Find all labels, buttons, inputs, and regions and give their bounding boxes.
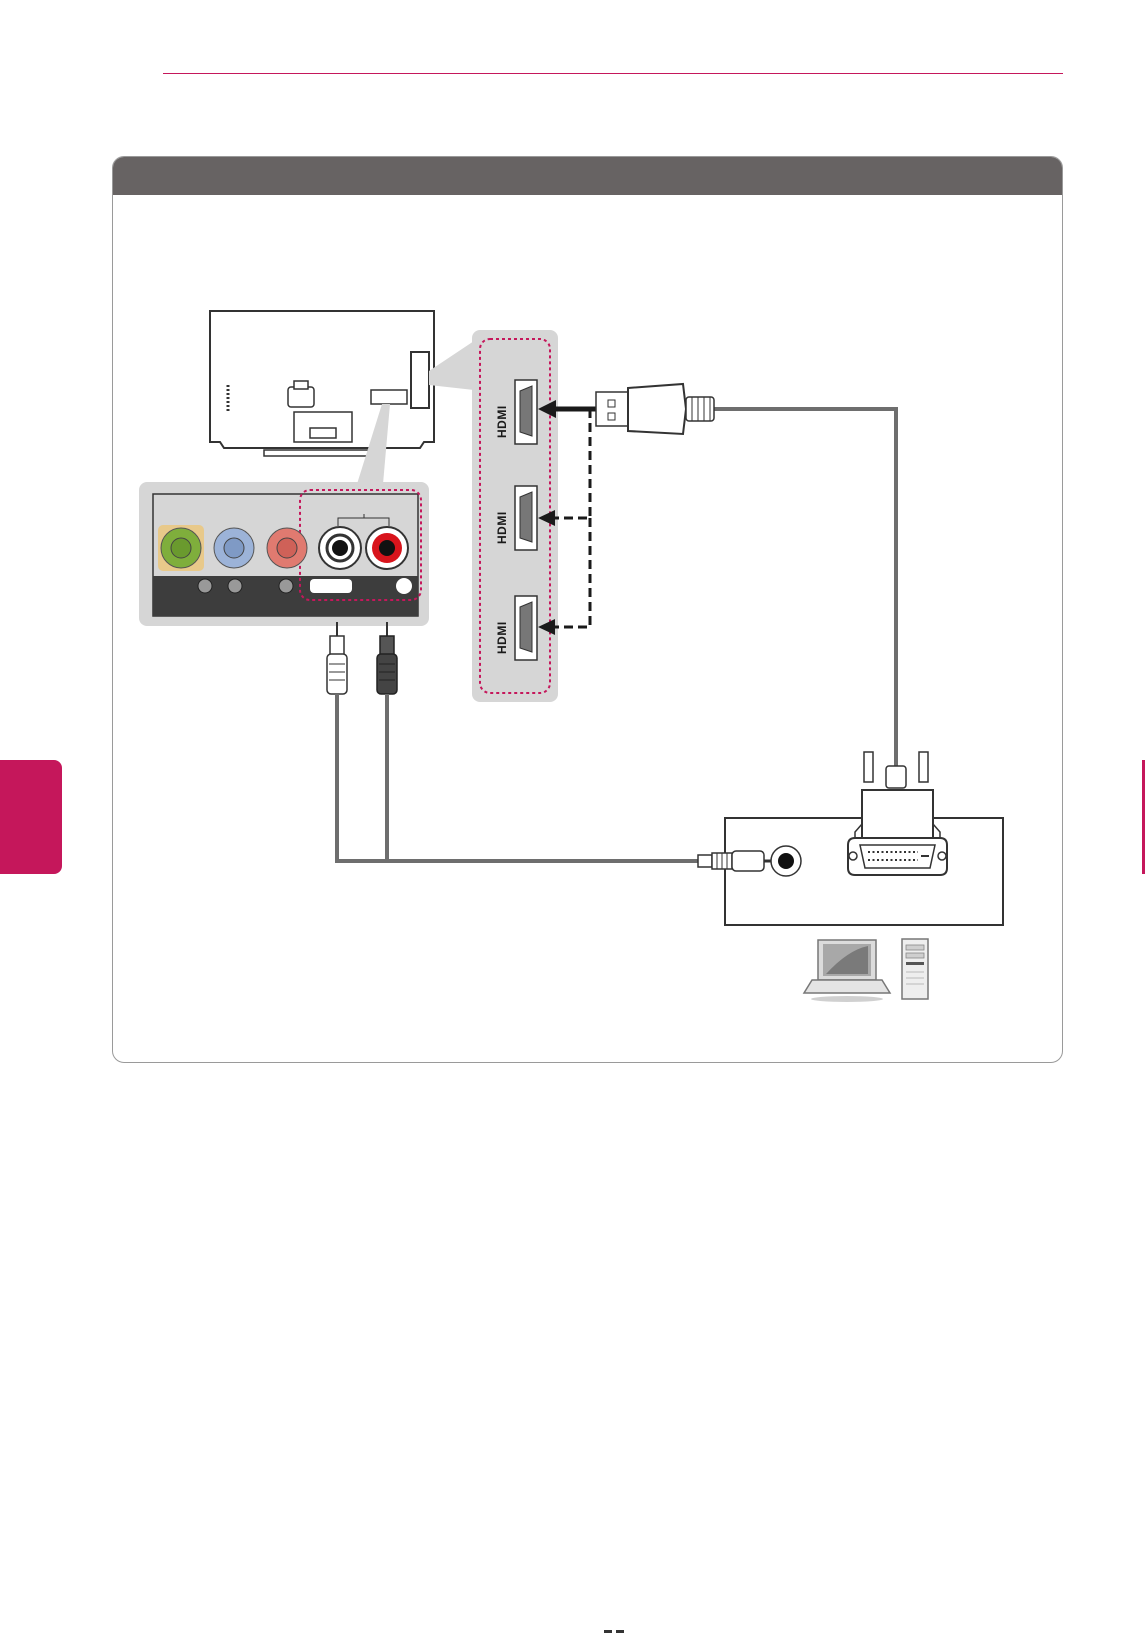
av-jack-red-component	[267, 528, 307, 568]
av-jack-audio-left	[319, 527, 361, 569]
dvi-connector	[848, 752, 947, 875]
rca-plug-white	[327, 622, 347, 694]
hdmi-zoom-callout	[429, 341, 474, 390]
av-jack-blue	[214, 528, 254, 568]
laptop-icon	[804, 940, 890, 1002]
av-jack-video	[158, 525, 204, 571]
audio-cable	[337, 694, 698, 861]
rca-plug-red	[377, 622, 397, 694]
page-footer-mark	[604, 1620, 644, 1623]
hdmi-logo-1: HDMI	[495, 405, 509, 438]
hdmi-plug	[596, 384, 714, 434]
hdmi-logo-3: HDMI	[495, 621, 509, 654]
hdmi-logo-2: HDMI	[495, 511, 509, 544]
av-jack-audio-right	[366, 527, 408, 569]
stereo-mini-jack	[698, 846, 801, 876]
tv-rear-icon	[210, 311, 434, 456]
hdmi-dvi-cable	[714, 409, 896, 772]
desktop-tower-icon	[902, 939, 928, 999]
